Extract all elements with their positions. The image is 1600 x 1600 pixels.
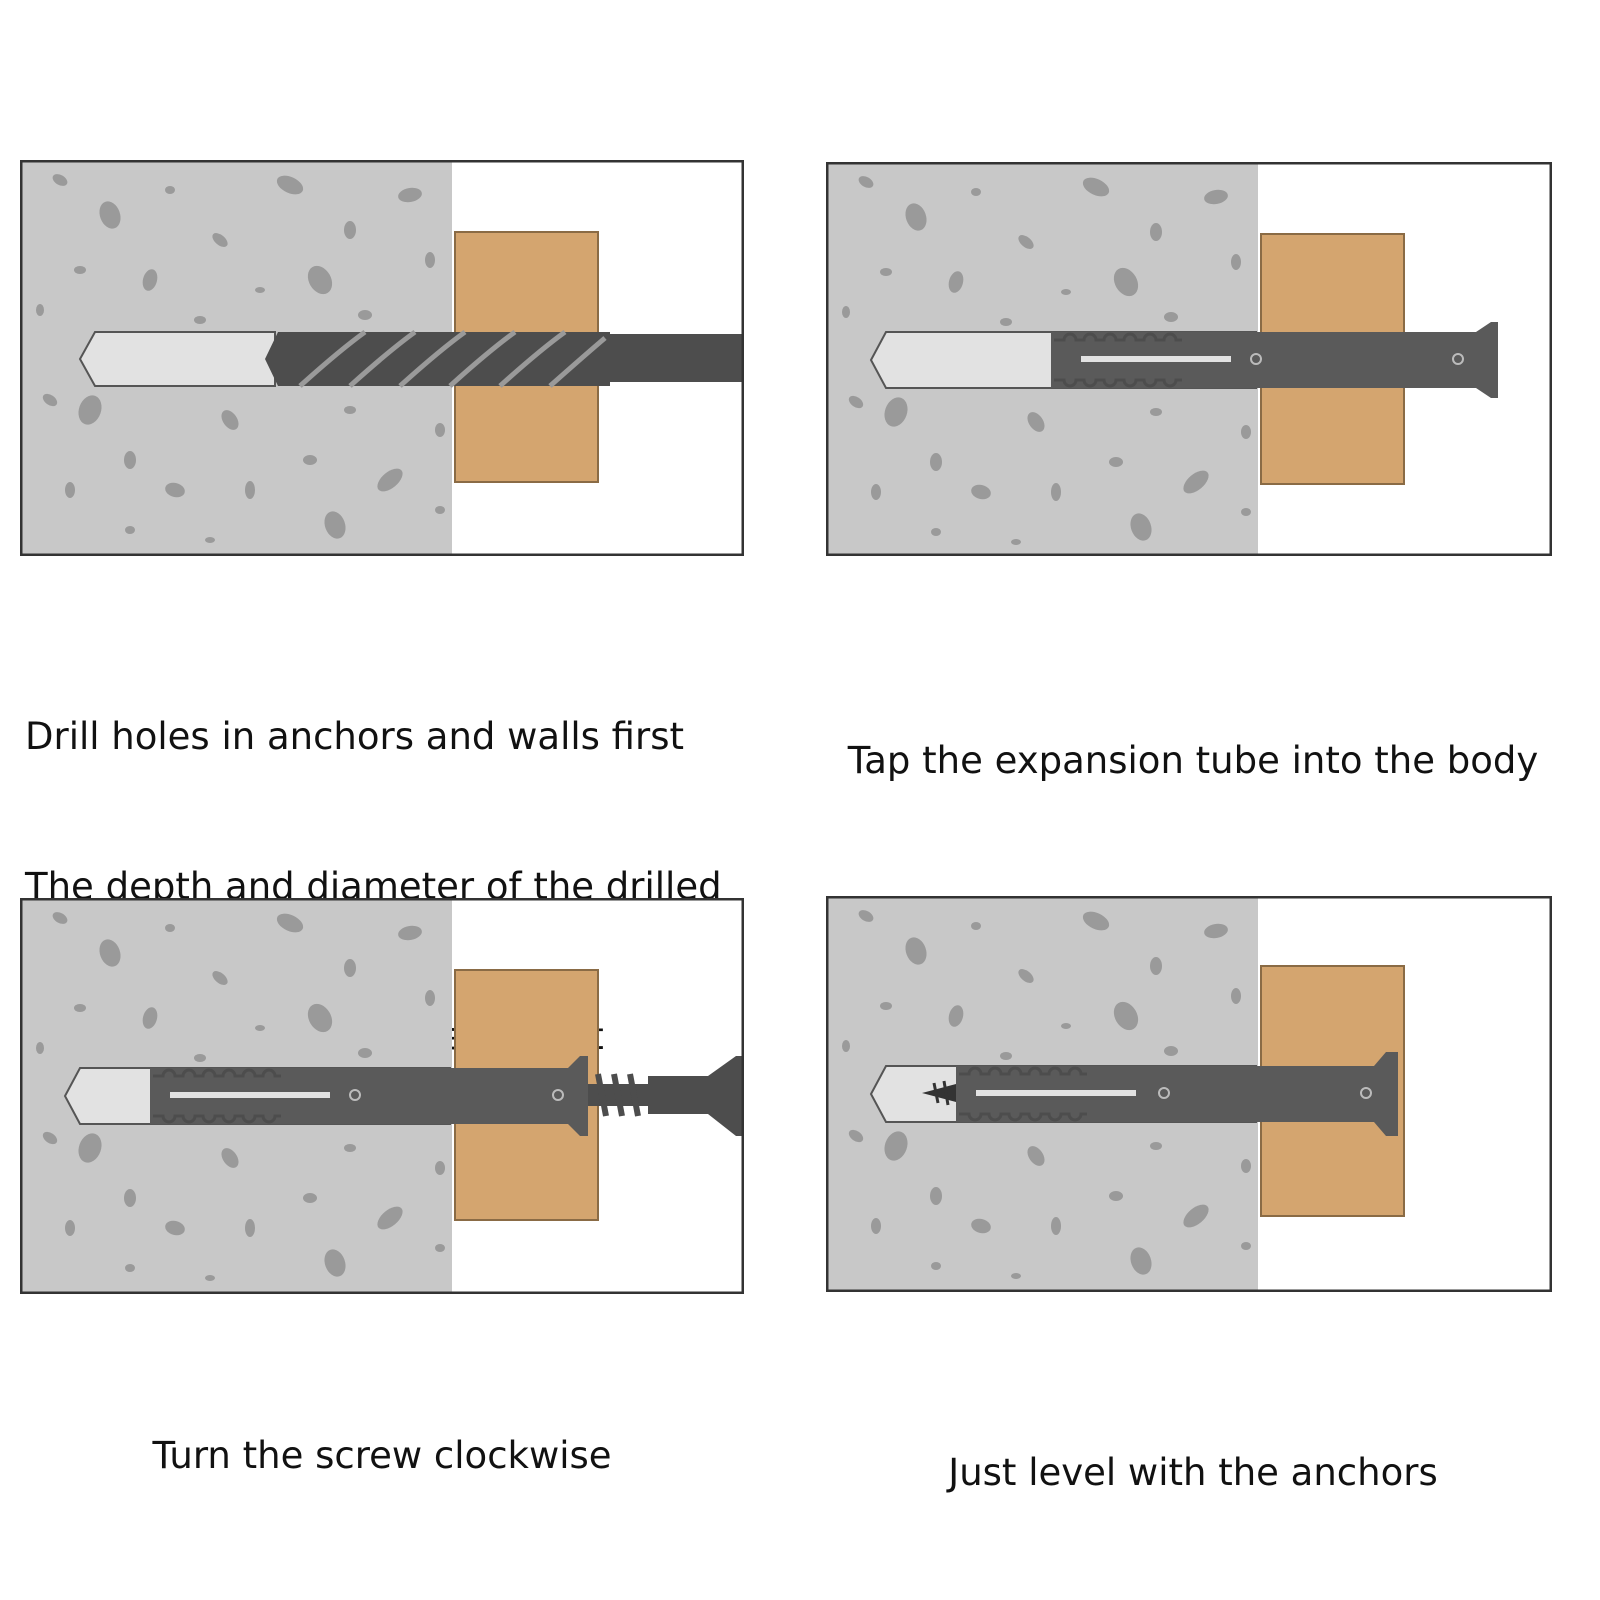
drill-bit-icon — [265, 329, 744, 388]
caption-line: Drill holes in anchors and walls first — [25, 715, 684, 758]
step-4-caption: Just level with the anchors — [826, 1365, 1560, 1537]
drilled-hole — [78, 331, 276, 387]
step-2-caption: Tap the expansion tube into the body — [826, 653, 1560, 825]
step-4-illustration — [826, 896, 1552, 1292]
panel-frame — [20, 898, 744, 1294]
caption-line: Just level with the anchors — [948, 1451, 1438, 1494]
step-3-illustration — [20, 898, 744, 1294]
step-2-illustration — [826, 162, 1552, 556]
screw-flush-icon — [922, 1052, 1398, 1136]
caption-line: Tap the expansion tube into the body — [847, 739, 1539, 782]
screw-partial-icon — [150, 1056, 744, 1136]
panel-frame — [826, 896, 1552, 1292]
step-3-caption: Turn the screw clockwise — [20, 1348, 744, 1520]
panel-frame — [20, 160, 744, 556]
caption-line: Turn the screw clockwise — [152, 1434, 612, 1477]
step-1-illustration — [20, 160, 744, 556]
panel-frame — [826, 162, 1552, 556]
expansion-tube-icon — [1051, 322, 1498, 398]
